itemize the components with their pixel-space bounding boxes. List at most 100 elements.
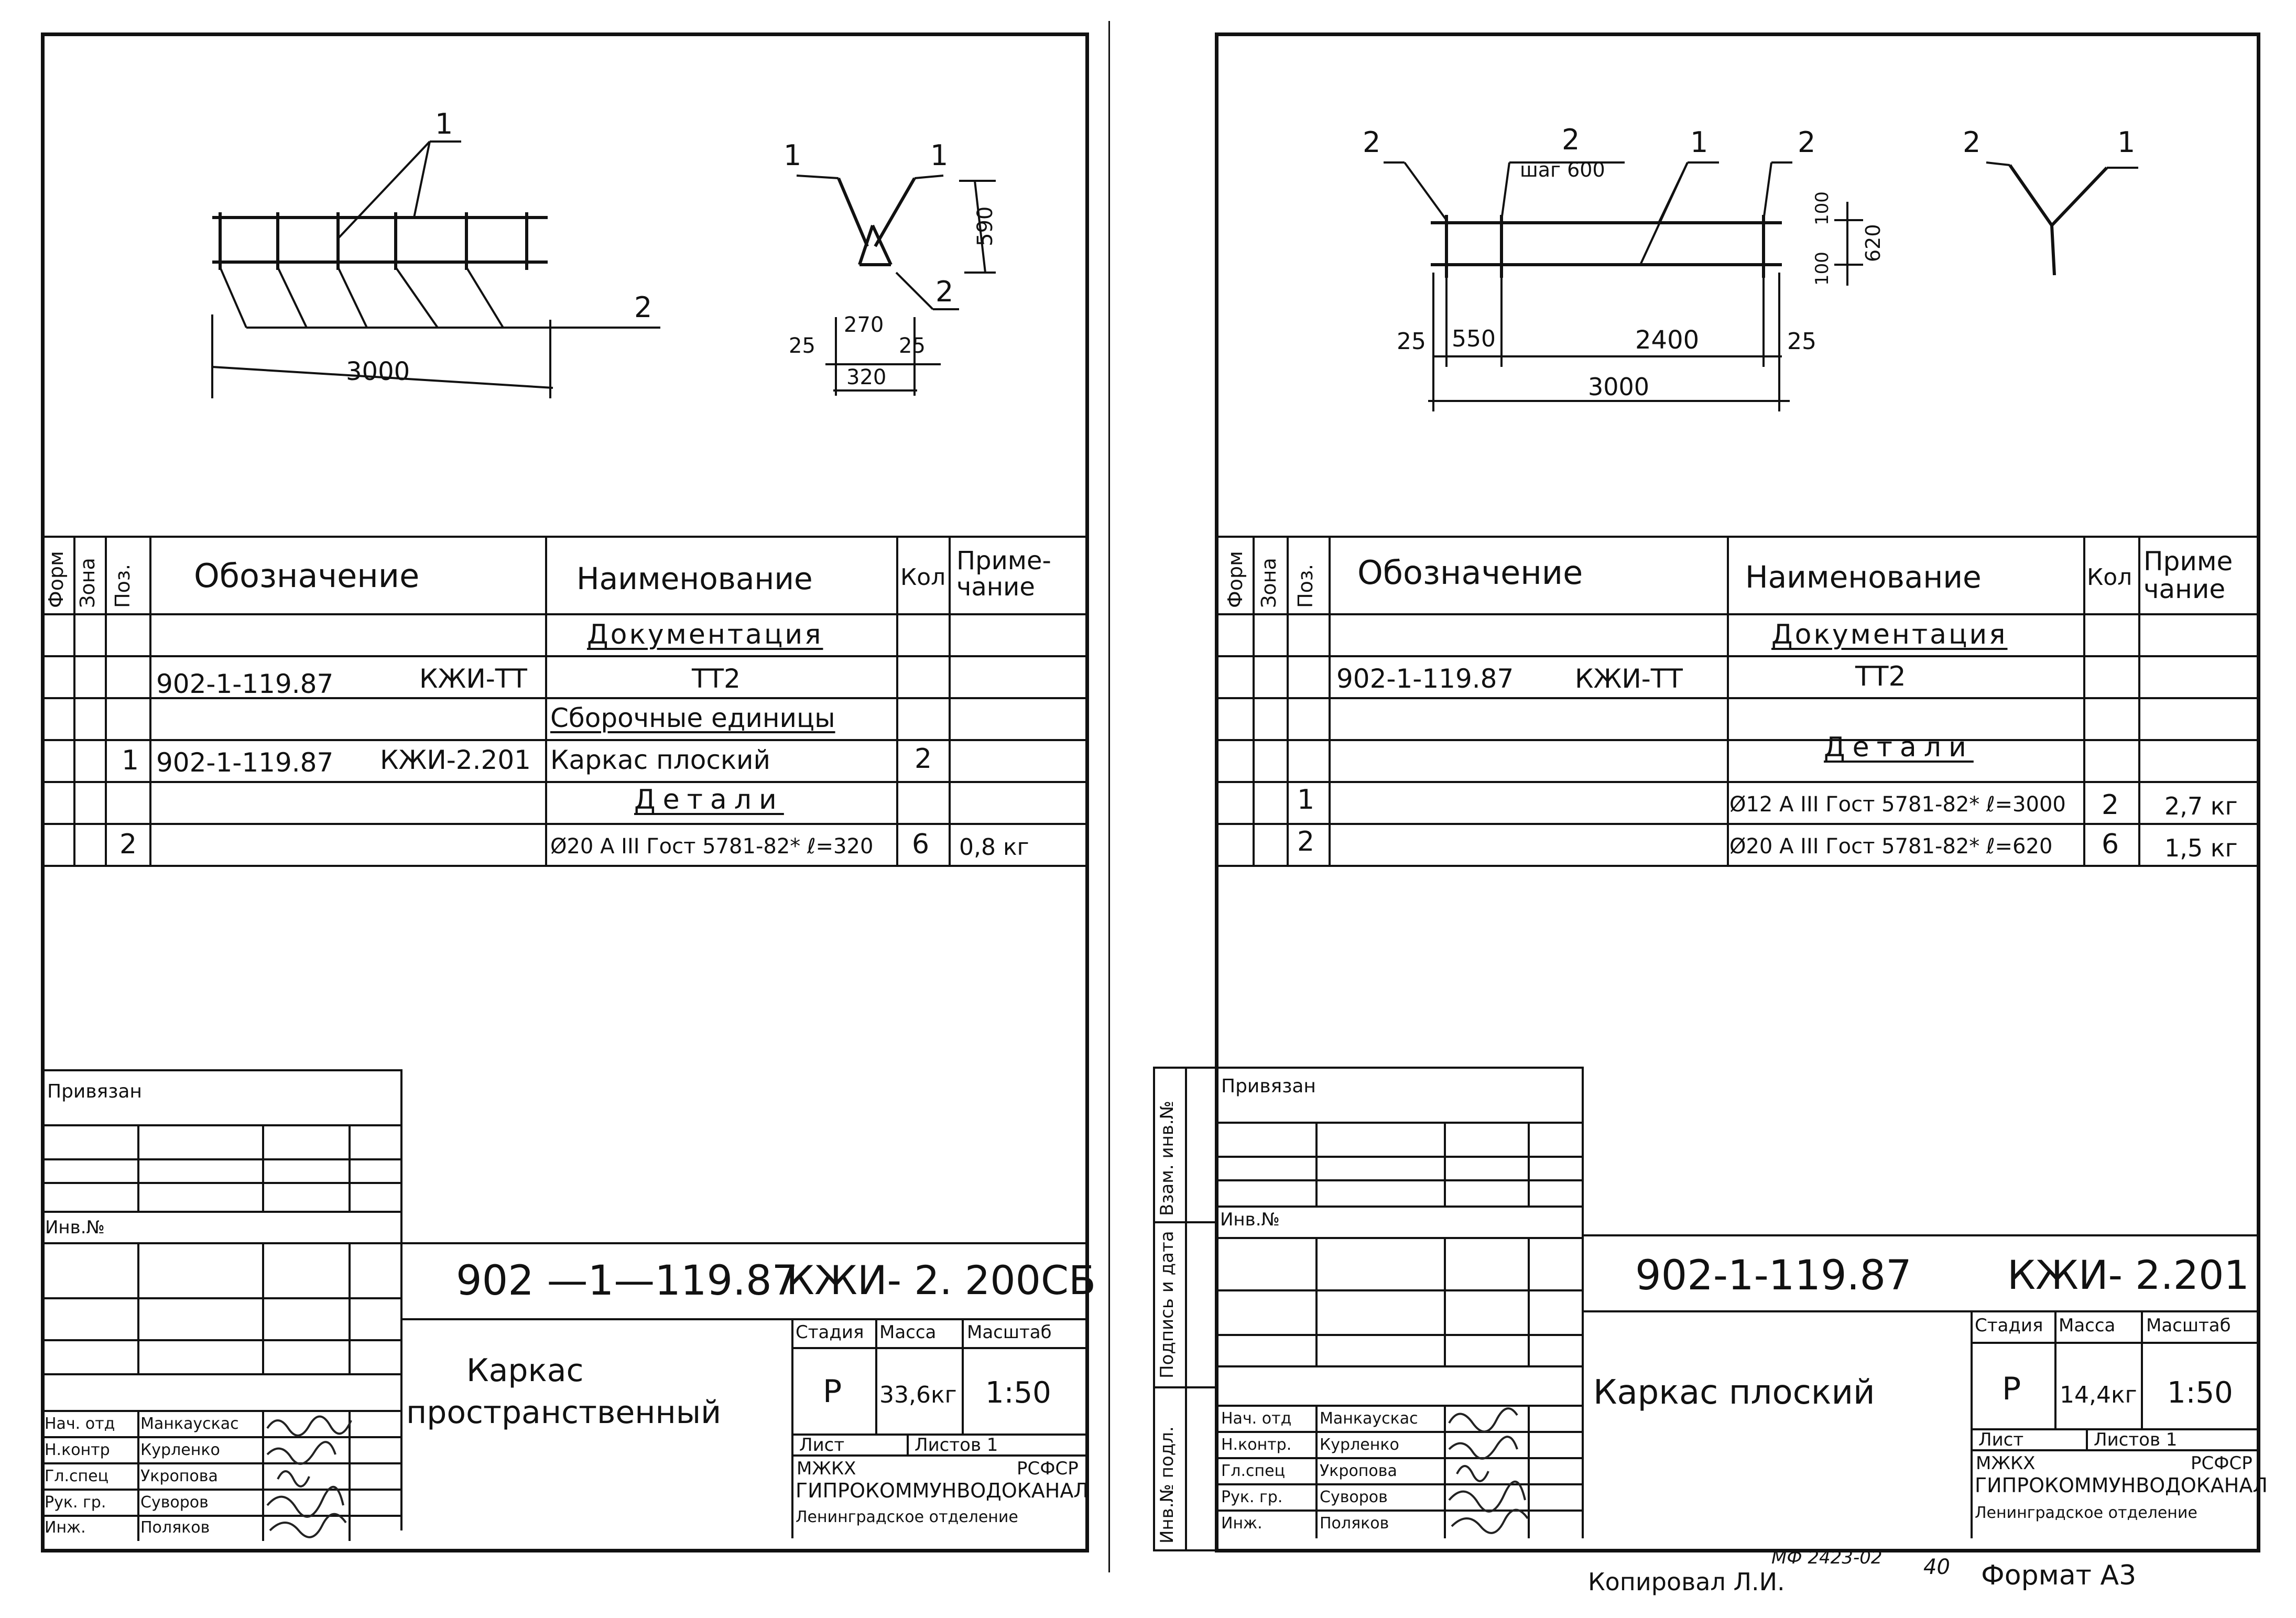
left-section-callout-1b: 1: [930, 139, 949, 172]
right-row-0-name: Документация: [1771, 619, 2008, 650]
right-inv-label: Инв.№: [1220, 1209, 1280, 1230]
footer-copied: Копировал Л.И.: [1588, 1568, 1785, 1596]
right-person-2-role: Гл.спец: [1221, 1462, 1285, 1480]
left-section-outer: 320: [846, 365, 887, 389]
right-row-1-designation: 902-1-119.87: [1336, 664, 1514, 694]
right-bound-label: Привязан: [1221, 1076, 1316, 1097]
right-sheet-label: Лист: [1978, 1429, 2024, 1450]
right-plan-callout-2a: 2: [1363, 126, 1381, 159]
left-scale-label: Масштаб: [967, 1322, 1052, 1343]
right-header-qty: Кол: [2087, 564, 2132, 591]
right-plan-total: 3000: [1588, 373, 1650, 401]
right-scale-label: Масштаб: [2146, 1315, 2231, 1336]
left-row-3-designation: 902-1-119.87: [156, 747, 334, 778]
left-row-3-code: КЖИ-2.201: [380, 745, 531, 775]
left-person-1-role: Н.контр: [45, 1441, 110, 1459]
left-row-1-name: ТТ2: [692, 664, 741, 694]
left-section-inner: 270: [844, 313, 884, 337]
left-bound-label: Привязан: [47, 1081, 142, 1102]
right-header-name: Наименование: [1745, 559, 1982, 595]
left-org3: Ленинградское отделение: [796, 1508, 1018, 1526]
right-mass-value: 14,4кг: [2060, 1382, 2137, 1408]
right-row-4-qty: 2: [2102, 789, 2119, 821]
left-org1: МЖКХ: [797, 1458, 856, 1479]
right-row-3-name: Детали: [1824, 732, 1974, 763]
left-org1b: РСФСР: [1017, 1458, 1079, 1479]
footer-num: 40: [1923, 1555, 1950, 1579]
right-plan-d550: 550: [1452, 325, 1496, 352]
right-section-callout-1: 1: [2117, 126, 2136, 159]
left-row-1-designation: 902-1-119.87: [156, 669, 334, 699]
left-plan-length: 3000: [346, 357, 410, 386]
right-row-4-note: 2,7 кг: [2164, 792, 2238, 820]
left-mass-label: Масса: [879, 1322, 937, 1343]
left-row-2-name: Сборочные единицы: [550, 703, 835, 733]
left-row-5-qty: 6: [912, 829, 930, 860]
left-section-callout-2: 2: [935, 275, 954, 308]
left-header-note: Приме- чание: [956, 546, 1051, 602]
right-plan-d25b: 25: [1787, 328, 1816, 355]
right-row-5-name: Ø20 А III Гост 5781-82* ℓ=620: [1729, 834, 2053, 859]
right-plan-callout-2c: 2: [1798, 126, 1816, 159]
right-person-0-name: Манкаускас: [1320, 1409, 1418, 1428]
left-title-line1: Каркас: [466, 1352, 584, 1389]
left-person-3-name: Суворов: [140, 1493, 209, 1512]
right-person-1-role: Н.контр.: [1221, 1436, 1292, 1454]
right-sheets-label: Листов 1: [2094, 1429, 2178, 1450]
left-mass-value: 33,6кг: [879, 1382, 957, 1408]
left-stage-label: Стадия: [796, 1322, 864, 1343]
right-header-note: Приме чание: [2143, 546, 2233, 604]
right-plan-d2400: 2400: [1635, 325, 1700, 355]
left-header-qty: Кол: [900, 564, 946, 591]
right-section-callout-2: 2: [1963, 126, 1981, 159]
left-person-1-name: Курленко: [140, 1441, 220, 1459]
right-row-4-name: Ø12 А III Гост 5781-82* ℓ=3000: [1729, 792, 2066, 817]
right-plan-d25a: 25: [1397, 328, 1426, 355]
right-row-1-name: ТТ2: [1855, 661, 1906, 692]
left-header-name: Наименование: [576, 561, 813, 596]
left-sheet-frame: [41, 32, 1089, 1552]
left-person-2-name: Укропова: [140, 1467, 218, 1485]
right-person-4-name: Поляков: [1320, 1514, 1389, 1533]
right-org2: ГИПРОКОММУНВОДОКАНАЛ: [1975, 1474, 2268, 1497]
left-org2: ГИПРОКОММУНВОДОКАНАЛ: [796, 1479, 1089, 1502]
right-doc-code: 902-1-119.87: [1635, 1252, 1912, 1299]
left-person-3-role: Рук. гр.: [45, 1493, 106, 1512]
left-doc-suffix: КЖИ- 2. 200СБ: [786, 1257, 1096, 1304]
right-scale-value: 1:50: [2167, 1376, 2233, 1410]
left-plan-callout-2: 2: [634, 291, 652, 324]
right-mass-label: Масса: [2059, 1315, 2116, 1336]
right-org1b: РСФСР: [2191, 1453, 2253, 1474]
left-row-5-name: Ø20 А III Гост 5781-82* ℓ=320: [550, 834, 874, 859]
right-row-5-qty: 6: [2102, 829, 2119, 860]
right-plan-callout-1: 1: [1690, 126, 1709, 159]
left-title-line2: пространственный: [406, 1394, 722, 1431]
left-stage-value: Р: [823, 1373, 842, 1410]
left-doc-code: 902 —1—119.87: [456, 1257, 798, 1305]
right-person-0-role: Нач. отд: [1221, 1409, 1292, 1428]
left-row-1-code: КЖИ-ТТ: [419, 664, 527, 694]
left-row-3-qty: 2: [915, 743, 932, 775]
left-row-5-note: 0,8 кг: [959, 834, 1029, 861]
left-person-4-name: Поляков: [140, 1518, 210, 1537]
right-person-2-name: Укропова: [1320, 1462, 1397, 1480]
footer-code: МФ 2423-02: [1771, 1547, 1882, 1568]
left-header-designation: Обозначение: [194, 557, 420, 595]
left-person-0-name: Манкаускас: [140, 1415, 239, 1433]
right-sheet-frame: [1215, 32, 2260, 1552]
right-doc-suffix: КЖИ- 2.201: [2007, 1252, 2249, 1298]
right-row-5-pos: 2: [1297, 826, 1315, 857]
right-row-4-pos: 1: [1297, 784, 1315, 816]
left-sheets-label: Листов 1: [915, 1435, 998, 1456]
left-person-2-role: Гл.спец: [45, 1467, 108, 1485]
right-plan-step: шаг 600: [1520, 158, 1605, 181]
left-plan-callout-1: 1: [435, 107, 453, 140]
right-header-designation: Обозначение: [1357, 553, 1583, 592]
footer-format: Формат А3: [1981, 1560, 2137, 1591]
right-stage-label: Стадия: [1975, 1315, 2043, 1336]
right-row-1-code: КЖИ-ТТ: [1575, 664, 1683, 694]
left-scale-value: 1:50: [985, 1376, 1051, 1410]
